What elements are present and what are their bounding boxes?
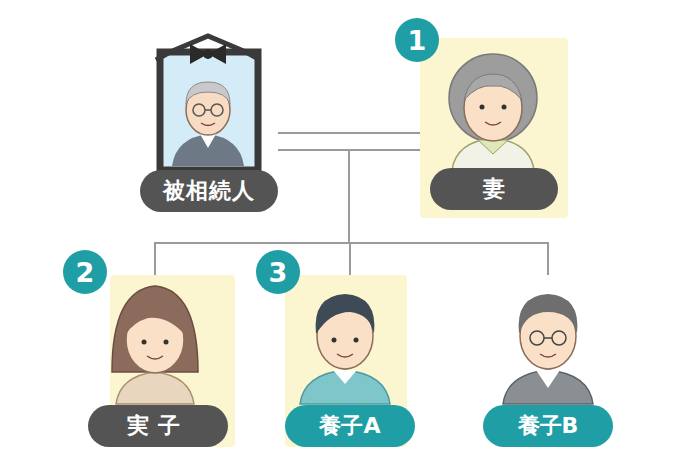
family-line bbox=[349, 150, 420, 275]
adopted-b-figure bbox=[503, 294, 593, 404]
heir-node: 養子A bbox=[285, 275, 407, 447]
name-label: 妻 bbox=[430, 168, 558, 210]
adopted-a-figure bbox=[300, 294, 390, 404]
family-line bbox=[155, 150, 349, 275]
name-label: 養子A bbox=[285, 405, 415, 447]
name-label: 実子 bbox=[88, 405, 228, 447]
callout-number: 3 bbox=[256, 250, 300, 294]
name-label: 被相続人 bbox=[140, 170, 278, 212]
heir-node: 妻 bbox=[420, 38, 568, 218]
deceased-node: 被相続人 bbox=[140, 38, 278, 212]
callout-number: 1 bbox=[395, 18, 439, 62]
person-node: 養子B bbox=[483, 275, 613, 449]
portrait bbox=[156, 36, 260, 170]
name-label: 養子B bbox=[483, 405, 613, 447]
wife-figure bbox=[449, 54, 537, 170]
callout-number: 2 bbox=[63, 250, 107, 294]
child-figure bbox=[112, 286, 198, 404]
family-line bbox=[278, 133, 420, 150]
heir-node: 実子 bbox=[110, 275, 235, 447]
